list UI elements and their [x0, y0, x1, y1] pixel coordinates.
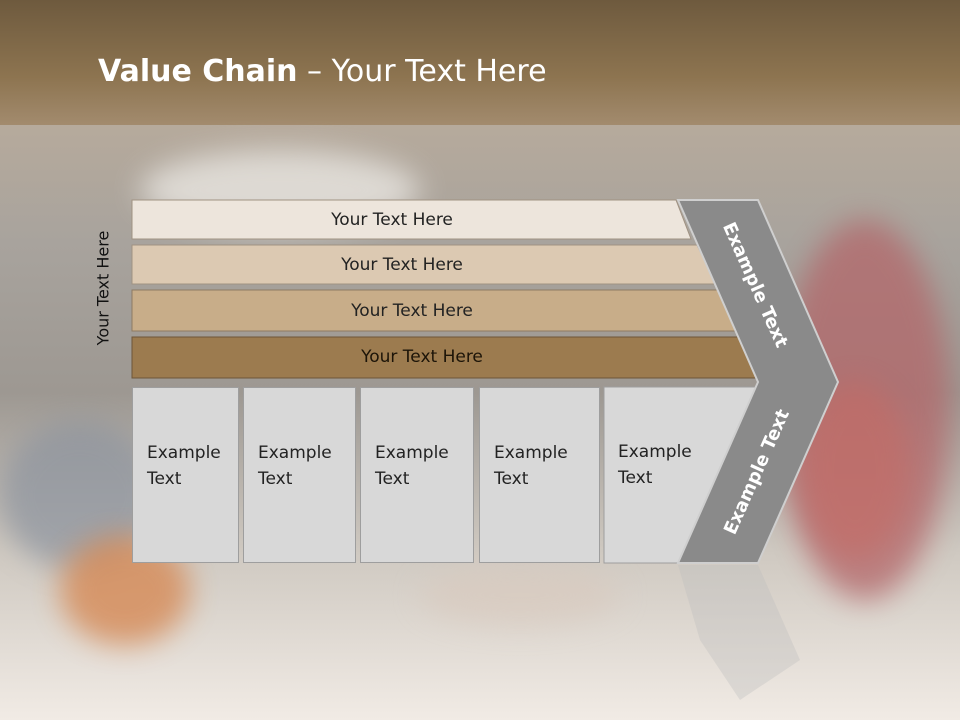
title-rest: – Your Text Here — [297, 54, 547, 89]
activity-box-3: Example Text — [360, 387, 474, 563]
box-1-line2: Text — [147, 469, 182, 489]
activity-box-2: Example Text — [243, 387, 356, 563]
bar-3-label: Your Text Here — [351, 301, 473, 321]
bar-shape-1 — [131, 199, 692, 240]
bar-row-4: Your Text Here — [132, 337, 752, 377]
activity-box-1: Example Text — [132, 387, 239, 563]
box-2-line1: Example — [258, 443, 332, 463]
box-4-line1: Example — [494, 443, 568, 463]
bar-row-3: Your Text Here — [132, 291, 732, 331]
bar-1-label: Your Text Here — [331, 210, 453, 230]
box-3-line2: Text — [375, 469, 410, 489]
chevron-reflection — [678, 565, 800, 700]
bar-4-label: Your Text Here — [361, 347, 483, 367]
box-5-line1: Example — [618, 442, 692, 462]
box-3-line1: Example — [375, 443, 449, 463]
bar-row-1: Your Text Here — [132, 200, 692, 240]
chevron-arrow — [676, 199, 840, 564]
activity-box-4: Example Text — [479, 387, 600, 563]
activity-box-5: Example Text — [604, 387, 704, 563]
box-1-line1: Example — [147, 443, 221, 463]
bar-row-2: Your Text Here — [132, 245, 712, 285]
slide-title: Value Chain – Your Text Here — [98, 54, 547, 89]
title-bold: Value Chain — [98, 54, 298, 89]
box-4-line2: Text — [494, 469, 529, 489]
box-2-line2: Text — [258, 469, 293, 489]
box-5-line2: Text — [618, 468, 653, 488]
bar-2-label: Your Text Here — [341, 255, 463, 275]
